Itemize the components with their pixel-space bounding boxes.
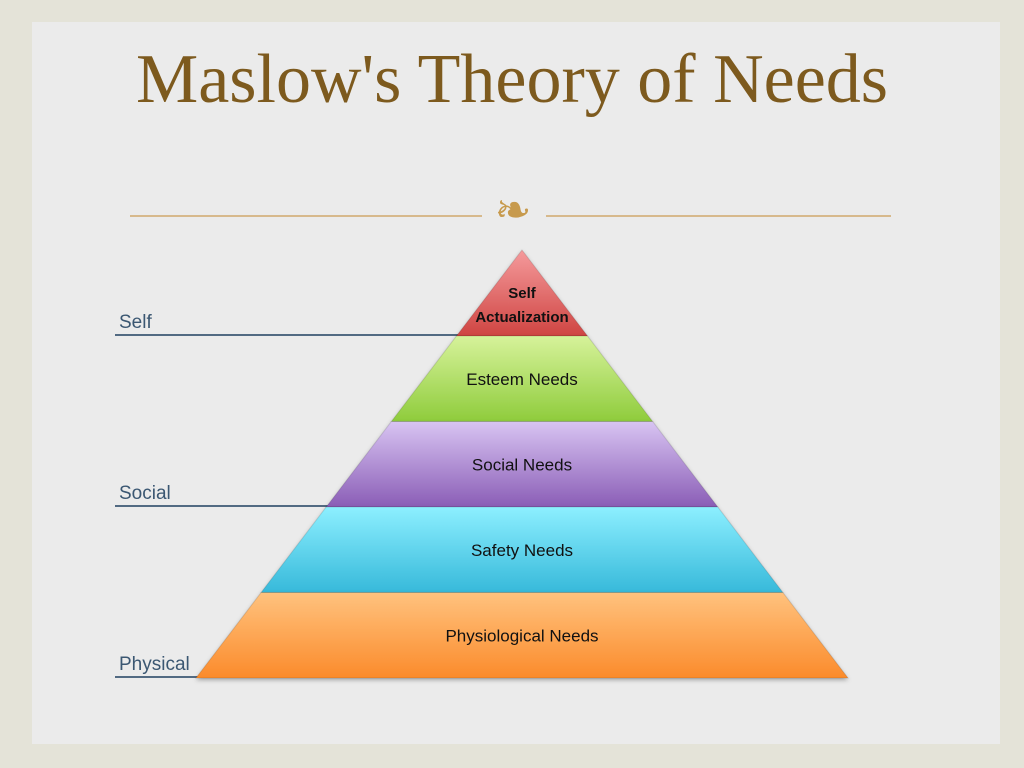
tier-social-label: Social Needs xyxy=(472,455,572,474)
tier-self-actualization-label: Actualization xyxy=(475,309,568,326)
tier-esteem-label: Esteem Needs xyxy=(466,370,578,389)
side-label-self: Self xyxy=(119,312,152,333)
title-rule-left xyxy=(130,215,482,217)
tier-physiological-label: Physiological Needs xyxy=(445,626,598,645)
tier-self-actualization-label: Self xyxy=(508,285,537,302)
slide-title: Maslow's Theory of Needs xyxy=(135,41,889,118)
tier-safety-label: Safety Needs xyxy=(471,541,573,560)
title-rule-right xyxy=(546,215,891,217)
tier-physiological xyxy=(194,592,850,679)
ornament-swirl-icon: ❧ xyxy=(494,185,532,236)
side-label-physical: Physical xyxy=(119,654,190,675)
side-label-social: Social xyxy=(119,483,171,504)
